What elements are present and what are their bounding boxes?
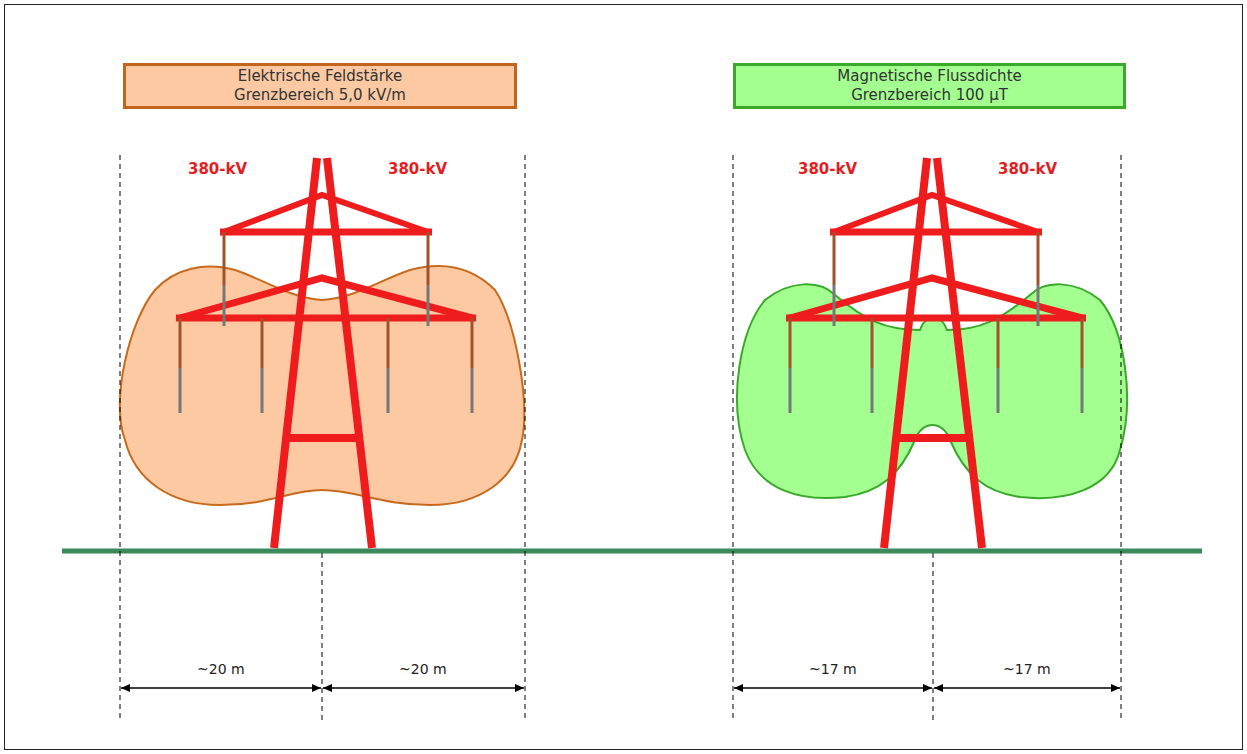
dimension-guides — [120, 155, 1121, 722]
dimension-arrows — [121, 687, 1120, 689]
box-text: Elektrische Feldstärke — [238, 67, 403, 86]
voltage-label: 380-kV — [188, 160, 247, 178]
ground-line — [62, 549, 1202, 554]
dimension-label: ~20 m — [397, 661, 449, 677]
legend-box: Elektrische FeldstärkeGrenzbereich 5,0 k… — [123, 63, 517, 109]
frame — [5, 5, 1243, 750]
voltage-label: 380-kV — [998, 160, 1057, 178]
legend-box: Magnetische FlussdichteGrenzbereich 100 … — [733, 63, 1126, 109]
pylon — [176, 158, 476, 548]
voltage-label: 380-kV — [798, 160, 857, 178]
voltage-label: 380-kV — [388, 160, 447, 178]
box-text: Grenzbereich 100 µT — [851, 86, 1008, 105]
box-text: Grenzbereich 5,0 kV/m — [234, 86, 406, 105]
box-text: Magnetische Flussdichte — [837, 67, 1022, 86]
dimension-label: ~20 m — [195, 661, 247, 677]
dimension-label: ~17 m — [807, 661, 859, 677]
pylon — [786, 158, 1086, 548]
dimension-label: ~17 m — [1001, 661, 1053, 677]
